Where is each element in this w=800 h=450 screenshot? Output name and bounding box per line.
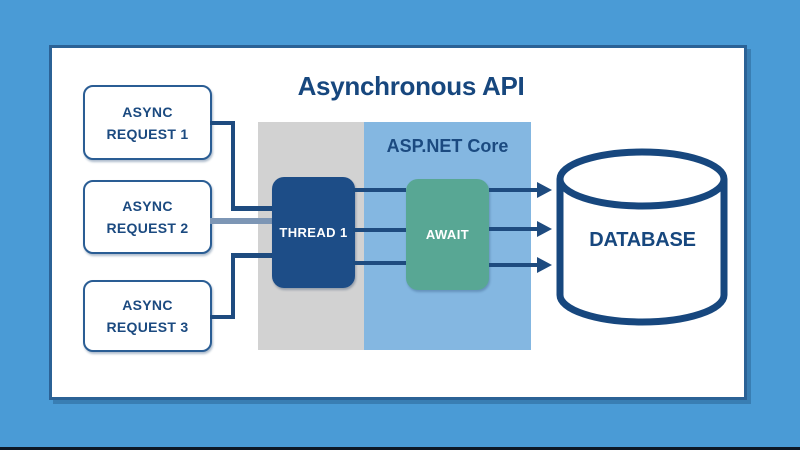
connector-request3-v (231, 253, 235, 319)
arrow-head-icon (537, 257, 552, 273)
thread-await-line-2 (353, 228, 406, 232)
aspnet-core-label: ASP.NET Core (386, 136, 509, 156)
connector-request3-h2 (231, 253, 274, 258)
async-request-1-box: ASYNC REQUEST 1 (83, 85, 212, 160)
thread-label: THREAD 1 (279, 225, 348, 240)
async-request-2-line2: REQUEST 2 (106, 220, 189, 236)
async-request-3-box: ASYNC REQUEST 3 (83, 280, 212, 352)
arrow-head-icon (537, 221, 552, 237)
async-request-1-line2: REQUEST 1 (106, 125, 189, 142)
connector-request3-h1 (210, 315, 235, 319)
await-box: AWAIT (406, 179, 489, 290)
thread-await-line-1 (353, 188, 406, 192)
database-label: DATABASE (589, 229, 696, 251)
connector-request2-line (210, 218, 274, 224)
async-request-3-line2: REQUEST 3 (106, 319, 189, 335)
arrow-head-icon (537, 182, 552, 198)
thread-box: THREAD 1 (272, 177, 355, 288)
async-request-3-line1: ASYNC (122, 297, 173, 313)
database-cylinder-icon (556, 148, 728, 326)
connector-request1-v (231, 121, 235, 211)
diagram-title: Asynchronous API (297, 71, 525, 101)
thread-await-line-3 (353, 261, 406, 265)
async-request-1-line1: ASYNC (122, 103, 173, 120)
bottom-letterbox-bar (0, 447, 800, 450)
await-db-line-3 (489, 263, 538, 267)
await-db-line-2 (489, 227, 538, 231)
async-request-2-line1: ASYNC (122, 198, 173, 214)
connector-request1-h2 (231, 206, 274, 211)
await-label: AWAIT (425, 227, 470, 242)
await-db-line-1 (489, 188, 538, 192)
async-request-2-box: ASYNC REQUEST 2 (83, 180, 212, 254)
connector-request1-h1 (210, 121, 235, 125)
